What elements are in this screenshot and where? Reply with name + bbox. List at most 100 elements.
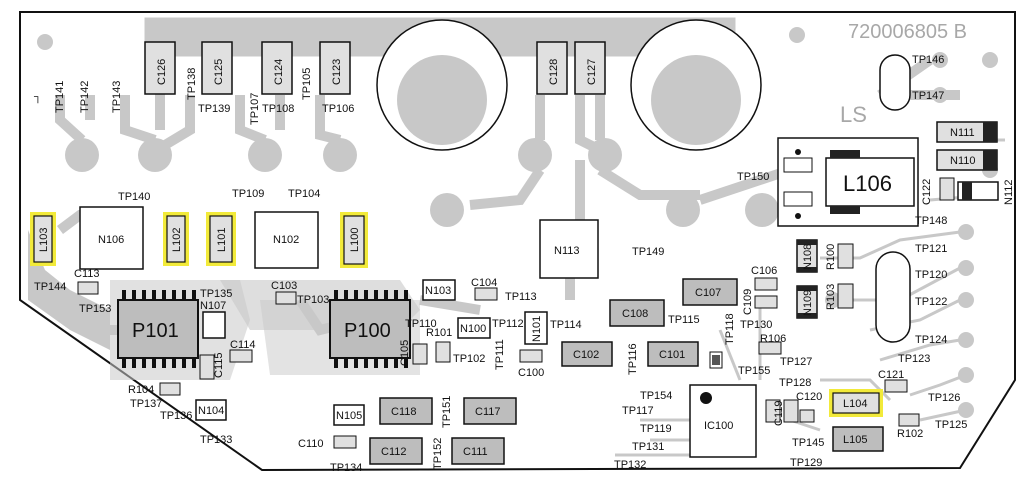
tp137: TP137 — [130, 398, 162, 410]
tp115: TP115 — [668, 314, 700, 326]
tp108: TP108 — [262, 103, 294, 115]
label-c127: C127 — [586, 59, 598, 85]
center-parts: C103 TP103 N103 C104 TP113 TP110 R101 N1… — [271, 277, 812, 389]
tp134: TP134 — [330, 462, 362, 474]
p100-ic: P100 — [329, 290, 411, 368]
tp153: TP153 — [79, 303, 111, 315]
tp117: TP117 — [622, 405, 654, 417]
label-n110: N110 — [950, 155, 975, 167]
tp123: TP123 — [898, 353, 930, 365]
tp110: TP110 — [405, 318, 437, 330]
label-c114: C114 — [230, 339, 255, 351]
tp116: TP116 — [627, 343, 639, 375]
label-p101: P101 — [132, 320, 179, 342]
tp154: TP154 — [640, 390, 672, 402]
tp119: TP119 — [640, 423, 672, 435]
tp120: TP120 — [915, 269, 947, 281]
label-c105: C105 — [399, 340, 411, 366]
label-n100: N100 — [460, 323, 486, 335]
label-c124: C124 — [273, 59, 285, 85]
tp125: TP125 — [935, 419, 967, 431]
label-n112: N112 — [1003, 180, 1015, 205]
top-capacitors: C126 C125 C124 C123 C128 C127 — [144, 41, 606, 95]
label-c103: C103 — [271, 280, 297, 292]
label-c106: C106 — [751, 265, 777, 277]
tp149: TP149 — [632, 246, 664, 258]
tp128: TP128 — [779, 377, 811, 389]
label-n104: N104 — [198, 405, 224, 417]
label-n109: N109 — [802, 290, 814, 316]
right-column-tps: TP121 TP120 TP122 TP124 TP123 — [898, 243, 947, 365]
tp127: TP127 — [780, 356, 812, 368]
tp122: TP122 — [915, 296, 947, 308]
label-c121: C121 — [878, 369, 904, 381]
tp135: TP135 — [200, 288, 232, 300]
label-r104: R104 — [128, 384, 154, 396]
label-l105: L105 — [843, 434, 867, 446]
tp106: TP106 — [322, 103, 354, 115]
label-r103: R103 — [825, 284, 837, 310]
slot-oval-right — [875, 251, 911, 343]
label-c110: C110 — [298, 438, 323, 450]
label-l101: L101 — [216, 228, 228, 252]
label-n108: N108 — [802, 244, 814, 270]
p101-ic: P101 — [117, 290, 199, 368]
lower-center-parts: N105 C118 TP151 C117 C110 TP134 C112 TP1… — [298, 396, 517, 474]
label-c104: C104 — [471, 277, 497, 289]
label-ic100: IC100 — [704, 420, 733, 432]
label-c126: C126 — [156, 59, 168, 85]
tp139: TP139 — [198, 103, 230, 115]
tp132: TP132 — [614, 459, 646, 471]
tp130: TP130 — [740, 319, 772, 331]
label-l100: L100 — [349, 228, 361, 252]
label-c120: C120 — [796, 391, 822, 403]
tp118: TP118 — [724, 313, 736, 345]
label-n107: N107 — [200, 300, 226, 312]
label-c113: C113 — [74, 268, 99, 280]
n102-body — [254, 211, 319, 269]
left-mid-parts: C113 TP144 TP153 TP135 N107 C115 C114 R1… — [34, 268, 255, 446]
tp103: TP103 — [297, 294, 329, 306]
label-c111: C111 — [463, 446, 488, 458]
label-c117: C117 — [475, 406, 500, 418]
label-c101: C101 — [659, 349, 685, 361]
tp143: TP143 — [111, 81, 123, 113]
label-n103: N103 — [425, 285, 451, 297]
label-l106: L106 — [843, 171, 892, 196]
label-n101: N101 — [531, 316, 543, 342]
label-n111: N111 — [950, 127, 975, 139]
label-c108: C108 — [622, 308, 648, 320]
tp107: TP107 — [249, 93, 261, 125]
label-l103: L103 — [38, 228, 50, 252]
right-top-parts: N111 N110 N112 C122 TP148 — [915, 121, 1015, 227]
tp147: TP147 — [912, 90, 944, 102]
tp-vertical-top-left: TP141 TP142 TP143 TP138 TP107 TP105 TP13… — [54, 68, 354, 125]
label-c115: C115 — [213, 353, 225, 378]
tp140: TP140 — [118, 191, 150, 203]
tp121: TP121 — [915, 243, 947, 255]
label-l102: L102 — [171, 228, 183, 252]
tp152: TP152 — [432, 438, 444, 470]
tp146: TP146 — [912, 54, 944, 66]
n106-body — [79, 206, 144, 270]
label-r106: R106 — [760, 333, 786, 345]
label-c119: C119 — [773, 401, 785, 426]
tp126: TP126 — [928, 392, 960, 404]
label-c100: C100 — [518, 367, 544, 379]
tp102: TP102 — [453, 353, 485, 365]
tp144: TP144 — [34, 281, 66, 293]
label-c123: C123 — [331, 59, 343, 85]
tp113: TP113 — [505, 291, 537, 303]
label-r101: R101 — [426, 327, 452, 339]
c107-body — [682, 278, 738, 306]
tp133: TP133 — [200, 434, 232, 446]
label-n105: N105 — [336, 410, 362, 422]
n113-body — [539, 219, 599, 279]
tp148: TP148 — [915, 215, 947, 227]
l106-module: L106 — [777, 137, 919, 227]
tp138: TP138 — [186, 68, 198, 100]
lower-right-parts: L104 L105 C121 R102 TP126 TP125 — [829, 369, 967, 452]
label-p100: P100 — [344, 320, 391, 342]
label-c128: C128 — [548, 59, 560, 85]
